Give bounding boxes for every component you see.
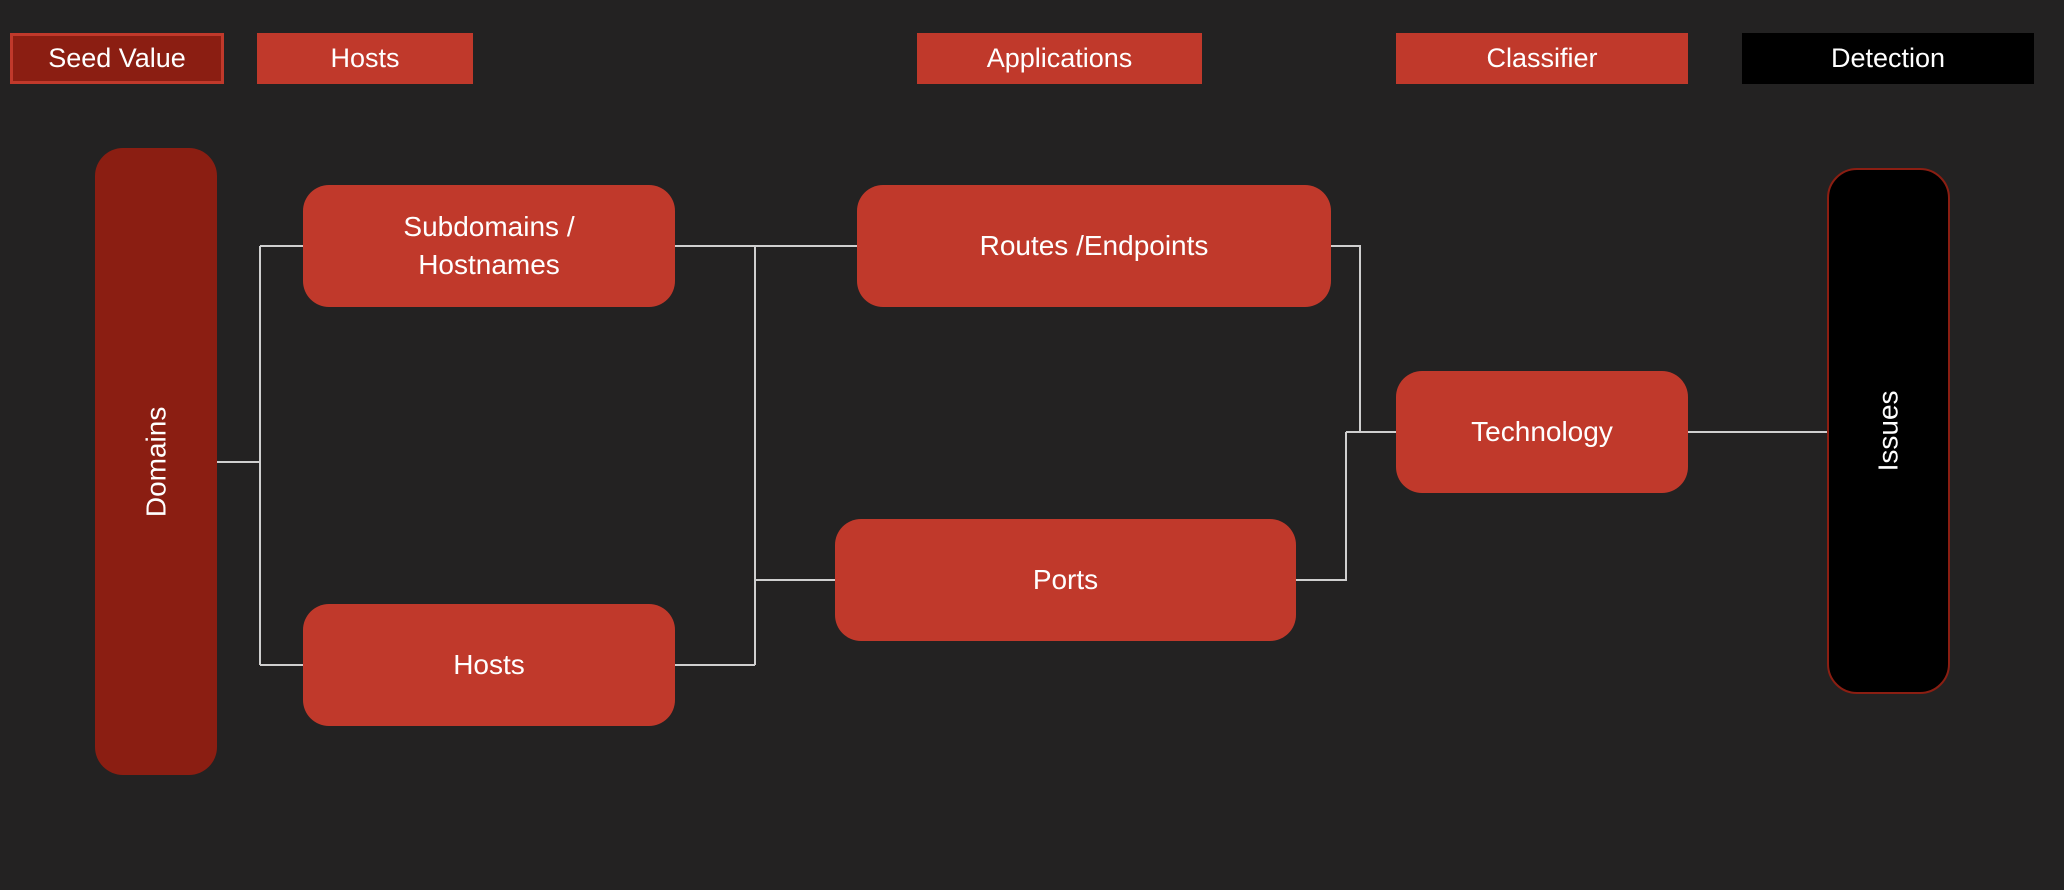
node-hosts: Hosts	[303, 604, 675, 726]
node-hosts-label: Hosts	[453, 649, 525, 681]
node-subdomains-hostnames-label: Subdomains / Hostnames	[403, 211, 575, 280]
header-applications-label: Applications	[986, 43, 1133, 73]
node-routes-endpoints: Routes /Endpoints	[857, 185, 1331, 307]
node-technology-label: Technology	[1471, 416, 1613, 448]
header-hosts: Hosts	[257, 33, 473, 84]
node-subdomains-hostnames: Subdomains / Hostnames	[303, 185, 675, 307]
node-ports-label: Ports	[1032, 564, 1099, 596]
node-domains-label: Domains	[140, 406, 172, 517]
header-classifier-label: Classifier	[1486, 43, 1598, 73]
edge-routes-to-technology	[1331, 245, 1361, 432]
node-issues-label: Issues	[1872, 390, 1904, 472]
node-issues: Issues	[1827, 168, 1950, 694]
header-detection-label: Detection	[1830, 43, 1946, 73]
header-seed-value: Seed Value	[10, 33, 224, 84]
header-applications: Applications	[917, 33, 1202, 84]
edge-ports-to-technology	[1296, 432, 1347, 581]
node-ports: Ports	[835, 519, 1296, 641]
header-seed-value-label: Seed Value	[48, 43, 186, 73]
node-routes-endpoints-label: Routes /Endpoints	[979, 230, 1209, 262]
node-domains: Domains	[95, 148, 217, 775]
header-classifier: Classifier	[1396, 33, 1688, 84]
header-detection: Detection	[1742, 33, 2034, 84]
header-hosts-label: Hosts	[330, 43, 400, 73]
node-technology: Technology	[1396, 371, 1688, 493]
